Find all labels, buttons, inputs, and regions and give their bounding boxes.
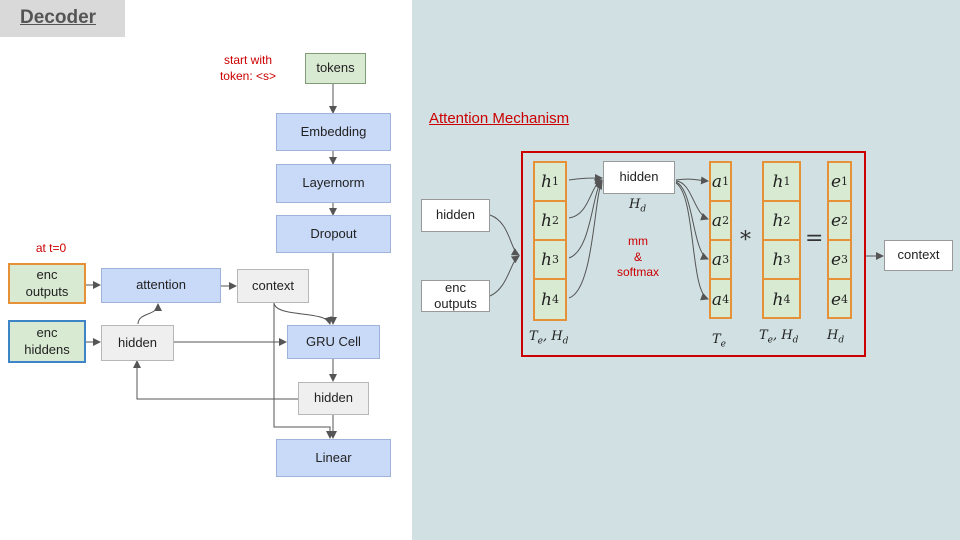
arrow-context-linear xyxy=(273,303,334,439)
attn-enc-outputs-line1: enc xyxy=(445,279,466,295)
attn-enc-outputs-input: enc outputs xyxy=(421,280,490,312)
layernorm-block: Layernorm xyxy=(276,164,391,203)
hidden-output-block: hidden xyxy=(298,382,369,415)
mm-line3: softmax xyxy=(616,265,659,280)
arrow-h1-hidden xyxy=(568,174,603,183)
arrow-h2-hidden xyxy=(568,179,603,219)
arrow-hidden-a3 xyxy=(675,181,709,260)
arrow-hidden-a2 xyxy=(675,180,709,221)
arrow-h3-hidden xyxy=(568,180,603,259)
weights-shape-label: Te xyxy=(712,332,726,350)
attention-frame xyxy=(521,151,866,357)
gru-cell-block: GRU Cell xyxy=(287,325,380,359)
arrow-hidden-a4 xyxy=(675,182,709,301)
hidden-shape-label: Hd xyxy=(629,197,647,215)
arrow-encoutputs-frame xyxy=(489,255,520,297)
hidden-block: hidden xyxy=(101,325,174,361)
arrow-hidden-attention xyxy=(137,303,162,325)
attn-context-output: context xyxy=(884,240,953,271)
arrow-context-gru xyxy=(273,302,332,325)
enc-hiddens-block: enc hiddens xyxy=(8,320,86,363)
mm-softmax-note: mm & softmax xyxy=(606,234,670,281)
values-shape-label: Te, Hd xyxy=(759,328,799,346)
enc-outputs-block: enc outputs xyxy=(8,263,86,304)
encoder-shape-label: Te, Hd xyxy=(529,329,569,347)
start-token-note: start with token: <s> xyxy=(208,53,288,84)
equals-operator: = xyxy=(805,226,824,251)
arrow-hidden-a1 xyxy=(675,176,709,185)
multiply-operator: * xyxy=(740,228,751,253)
enc-hiddens-line2: hiddens xyxy=(24,341,70,357)
linear-block: Linear xyxy=(276,439,391,477)
time-note: at t=0 xyxy=(35,241,67,255)
context-block: context xyxy=(237,269,309,303)
start-note-line2: token: <s> xyxy=(219,68,277,83)
attention-block: attention xyxy=(101,268,221,303)
arrow-hiddenout-hidden xyxy=(133,360,298,400)
tokens-block: tokens xyxy=(305,53,366,84)
page-title: Decoder xyxy=(20,7,97,28)
arrow-hiddenin-frame xyxy=(489,214,520,256)
attention-panel-title: Attention Mechanism xyxy=(429,110,570,127)
mm-line1: mm xyxy=(628,234,648,248)
start-note-line1: start with xyxy=(223,53,272,67)
title-bar: Decoder xyxy=(0,0,125,37)
arrow-h4-hidden xyxy=(568,181,603,299)
enc-hiddens-line1: enc xyxy=(36,325,58,341)
embedding-block: Embedding xyxy=(276,113,391,151)
attn-hidden-box: hidden xyxy=(603,161,675,194)
enc-outputs-line2: outputs xyxy=(25,283,69,299)
dropout-block: Dropout xyxy=(276,215,391,253)
mm-line2: & xyxy=(633,249,642,264)
attn-hidden-input: hidden xyxy=(421,199,490,232)
attn-enc-outputs-line2: outputs xyxy=(434,296,477,311)
enc-outputs-line1: enc xyxy=(36,267,58,283)
result-shape-label: Hd xyxy=(827,328,845,346)
